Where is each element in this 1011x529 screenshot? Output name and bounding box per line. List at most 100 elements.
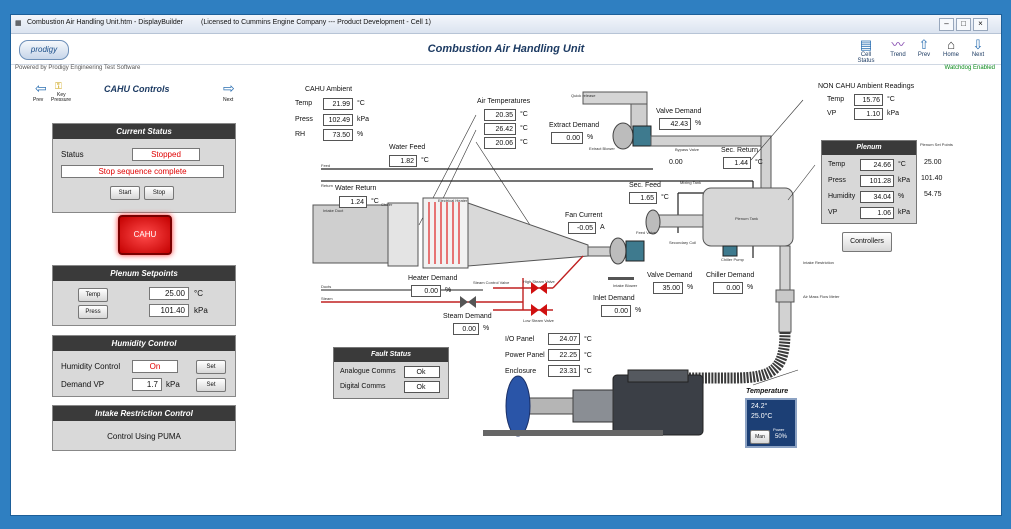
heater-demand-value: 0.00 [411, 285, 441, 297]
steam-demand-value: 0.00 [453, 323, 479, 335]
prev-arrow-icon[interactable]: ⇦ [35, 80, 47, 96]
prodigy-logo: prodigy [19, 40, 69, 60]
key-label: Key [57, 92, 66, 98]
air-temp-1: 20.35 [484, 109, 516, 121]
press-setpoint-unit: kPa [194, 306, 208, 315]
valve-demand-bottom-unit: % [687, 284, 694, 291]
plenum-panel: Plenum Temp 24.66 °C Press 101.28 kPa Hu… [821, 140, 917, 224]
humidity-set-button[interactable]: Set [196, 360, 226, 374]
steam-control-valve-label: Steam Control Valve [473, 280, 510, 285]
fault-status-title: Fault Status [334, 348, 448, 362]
secondary-coil-label: Secondary Coil [669, 240, 697, 245]
temperature-man-button[interactable]: Man [750, 430, 770, 444]
plenum-temp-value: 24.66 [860, 159, 894, 171]
chiller-demand-label: Chiller Demand [706, 272, 755, 279]
cahu-button[interactable]: CAHU [118, 215, 172, 255]
process-diagram: CAHU Ambient Temp 21.99 °C Press 102.49 … [283, 70, 998, 515]
inlet-demand-value: 0.00 [601, 305, 631, 317]
analogue-comms-label: Analogue Comms [340, 368, 396, 375]
demand-vp-value: 1.7 [132, 378, 162, 391]
steam-demand-label: Steam Demand [443, 313, 492, 320]
plenum-temp-label: Temp [828, 161, 846, 168]
vp-set-button[interactable]: Set [196, 378, 226, 392]
plenum-title: Plenum [822, 141, 916, 155]
plenum-vp-value: 1.06 [860, 207, 894, 219]
title-bar: ▦ Combustion Air Handling Unit.htm - Dis… [11, 15, 1001, 34]
down-arrow-icon: ⇩ [972, 37, 984, 52]
temperature-power-pct: 50% [775, 434, 788, 440]
plenum-humidity-label: Humidity [828, 193, 856, 200]
key-icon: ⚿ [55, 81, 62, 91]
current-status-box: Current Status Status Stopped Stop seque… [52, 123, 236, 213]
sec-return-value: 1.44 [723, 157, 751, 169]
plenum-temp-setpoint: 25.00 [924, 159, 942, 166]
cahu-temp-label: Temp [295, 100, 313, 107]
plenum-tank-label: Plenum Tank [735, 216, 759, 221]
start-button[interactable]: Start [110, 186, 140, 200]
enclosure-label: Enclosure [505, 368, 537, 375]
nav-prev[interactable]: ⇧Prev [911, 37, 937, 59]
press-set-button[interactable]: Press [78, 305, 108, 319]
minimize-icon[interactable]: – [939, 18, 954, 31]
water-return-unit: °C [371, 198, 379, 205]
low-steam-valve-label: Low Steam Valve [523, 318, 554, 323]
temperature-power-label: Power [773, 427, 785, 432]
temperature-sp: 25.0°C [751, 413, 773, 420]
temp-setpoint-unit: °C [194, 289, 203, 298]
app-window: ▦ Combustion Air Handling Unit.htm - Dis… [10, 14, 1002, 516]
subtitle: Powered by Prodigy Engineering Test Soft… [15, 65, 141, 71]
nav-cell-status[interactable]: ▤Cell Status [853, 37, 879, 65]
plenum-press-setpoint: 101.40 [921, 175, 943, 182]
sec-return-label: Sec. Return [721, 147, 758, 154]
io-panel-value: 24.07 [548, 333, 580, 345]
temperature-widget-title: Temperature [746, 388, 789, 395]
piping-schematic [312, 91, 816, 437]
nav-next[interactable]: ⇩Next [965, 37, 991, 59]
power-panel-label: Power Panel [505, 352, 545, 359]
chiller-pump-label: Chiller Pump [721, 257, 744, 262]
cahu-rh-unit: % [357, 131, 364, 138]
cahu-press-unit: kPa [357, 116, 370, 123]
fault-status-panel: Fault Status Analogue Comms Ok Digital C… [333, 347, 449, 399]
cell-status-icon: ▤ [859, 37, 873, 52]
nav-trend[interactable]: 〰Trend [885, 38, 911, 59]
maximize-icon[interactable]: □ [956, 18, 971, 31]
intake-title: Intake Restriction Control [53, 406, 235, 421]
air-temp-2-unit: °C [520, 125, 528, 132]
enclosure-value: 23.31 [548, 365, 580, 377]
humidity-control-label: Humidity Control [61, 362, 121, 371]
status-label: Status [61, 150, 84, 159]
controllers-button[interactable]: Controllers [842, 232, 892, 252]
air-temp-2: 26.42 [484, 123, 516, 135]
sec-return-unit: °C [755, 159, 763, 166]
non-cahu-temp-value: 15.76 [854, 94, 883, 106]
current-status-title: Current Status [53, 124, 235, 139]
cahu-press-label: Press [295, 116, 313, 123]
temp-set-button[interactable]: Temp [78, 288, 108, 302]
feed-valve-label: Feed Valve [636, 230, 656, 235]
intake-box: Intake Restriction Control Control Using… [52, 405, 236, 451]
press-setpoint-value: 101.40 [149, 304, 189, 317]
up-arrow-icon: ⇧ [918, 37, 930, 52]
high-steam-valve-label: High Steam Valve [523, 279, 555, 284]
close-icon[interactable]: × [973, 18, 988, 31]
nav-home[interactable]: ⌂Home [938, 38, 964, 59]
non-cahu-temp-label: Temp [827, 96, 845, 103]
demand-vp-label: Demand VP [61, 380, 105, 389]
water-return-label: Water Return [335, 185, 377, 192]
key-sub-label: Pressure [51, 97, 72, 103]
humidity-box: Humidity Control Humidity Control On Set… [52, 335, 236, 397]
analogue-comms-value: Ok [404, 366, 440, 378]
stop-button[interactable]: Stop [144, 186, 174, 200]
temperature-widget[interactable]: 24.2° 25.0°C Man Power 50% [745, 398, 797, 448]
non-cahu-title: NON CAHU Ambient Readings [818, 83, 915, 90]
electrical-heater-label: Electrical Heater [438, 198, 468, 203]
air-mass-flow-label: Air Mass Flow Meter [803, 294, 840, 299]
extract-demand-label: Extract Demand [549, 122, 600, 129]
next-arrow-icon[interactable]: ⇨ [223, 80, 235, 96]
plenum-vp-unit: kPa [898, 209, 911, 216]
inlet-demand-unit: % [635, 307, 642, 314]
heater-demand-unit: % [445, 287, 452, 294]
chiller-demand-unit: % [747, 284, 754, 291]
water-return-value: 1.24 [339, 196, 367, 208]
